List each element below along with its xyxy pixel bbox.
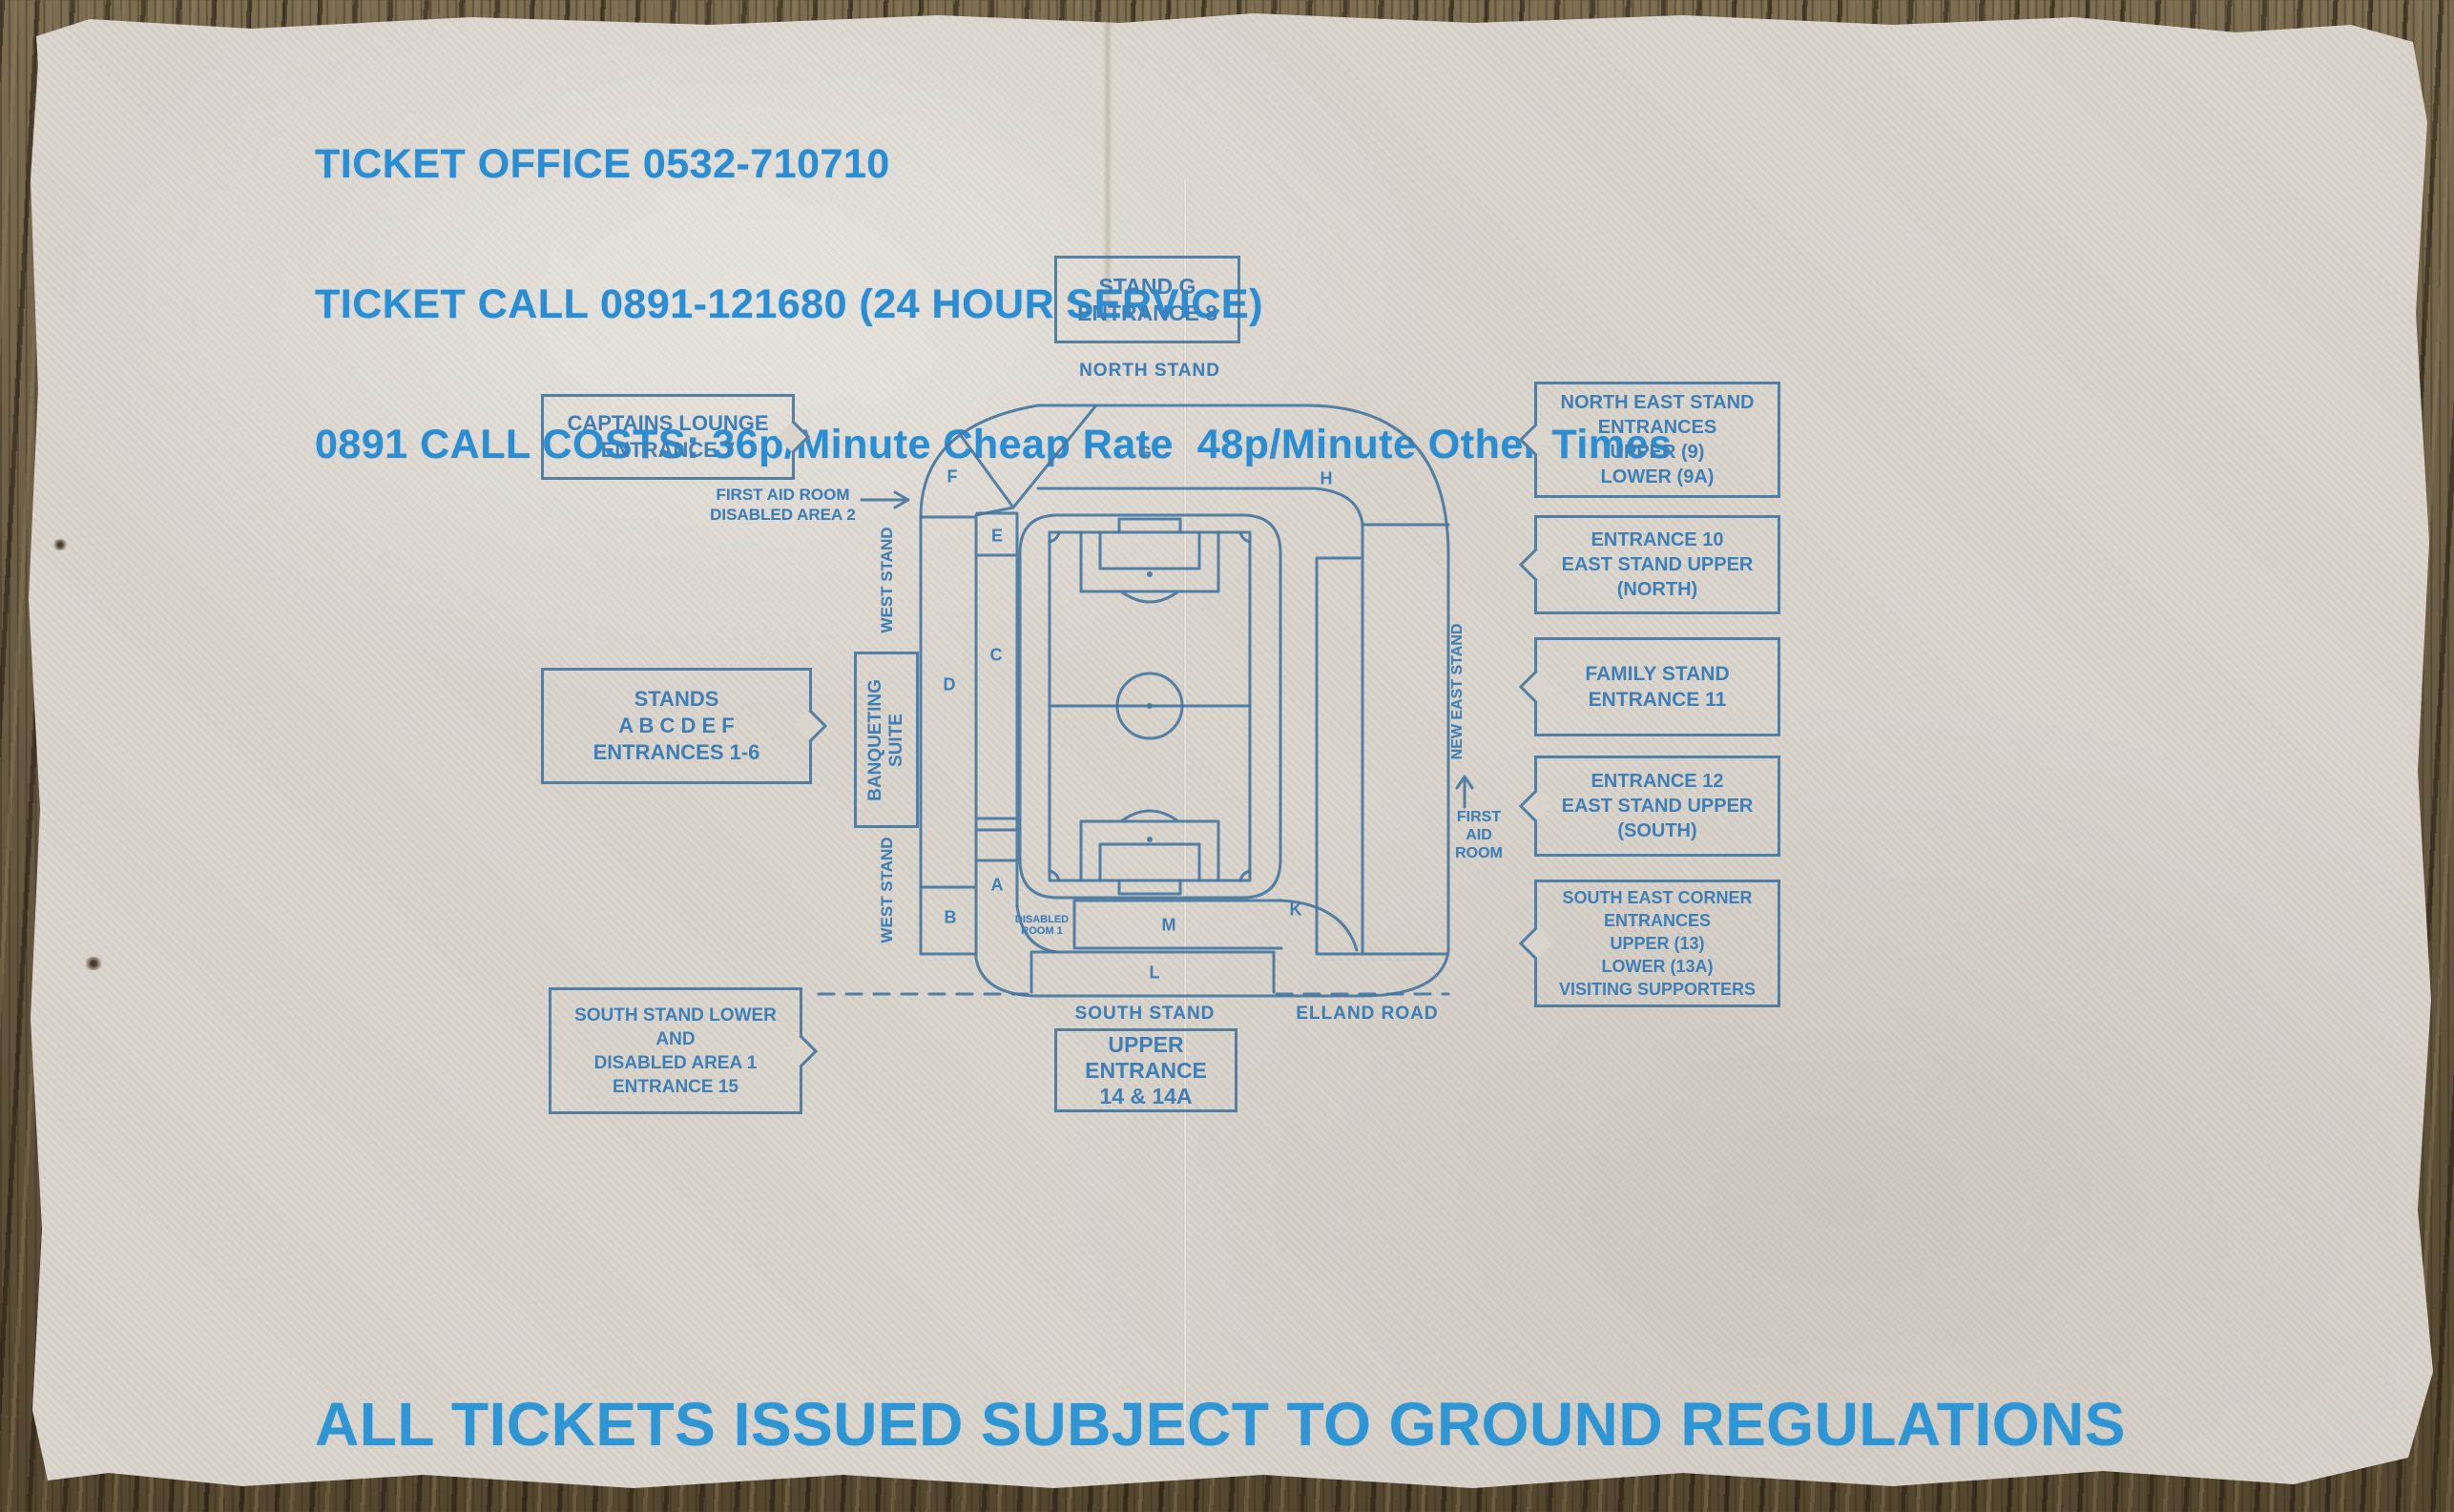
banqueting-suite-label: BANQUETING SUITE — [865, 678, 906, 801]
callout-entrance-12: ENTRANCE 12 EAST STAND UPPER (SOUTH) — [1534, 756, 1780, 857]
ticket-paper: TICKET OFFICE 0532-710710 TICKET CALL 08… — [29, 13, 2433, 1488]
north-band-inner — [1036, 487, 1364, 527]
kickoff-side-note-line-1: You are requested to be in your position… — [2441, 315, 2454, 1455]
kickoff-side-note: You are requested to be in your position… — [2340, 52, 2433, 1455]
section-a: A — [990, 875, 1004, 895]
ticket-office-line: TICKET OFFICE 0532-710710 — [315, 141, 890, 187]
east-stand-bands — [1315, 523, 1450, 956]
stadium-outline — [919, 404, 1450, 998]
upper-entrance-box: UPPER ENTRANCE 14 & 14A — [1054, 1028, 1237, 1112]
callout-stands-a-f: STANDS A B C D E F ENTRANCES 1-6 — [541, 668, 812, 784]
paper-speck — [1067, 294, 1076, 303]
west-stand-lower-label: WEST STAND — [878, 837, 896, 943]
west-stand-upper-label: WEST STAND — [878, 527, 896, 633]
first-aid-west-arrow — [860, 490, 910, 509]
pitch-outline — [1048, 530, 1252, 882]
paper-crease — [1183, 179, 1187, 1439]
stadium-diagram — [817, 404, 1474, 998]
paper-fold-shadow — [1103, 13, 1113, 322]
conditions-block: ALL TICKETS ISSUED SUBJECT TO GROUND REG… — [315, 1219, 2126, 1488]
centre-circle — [1115, 672, 1184, 740]
goal-north — [1117, 517, 1182, 534]
section-c: C — [989, 645, 1003, 665]
penalty-area-north — [1079, 530, 1220, 604]
section-g: G — [1137, 443, 1153, 463]
centre-spot — [1147, 703, 1153, 709]
stand-g-entrance-box: STAND G ENTRANCE 8 — [1054, 256, 1240, 343]
conditions-line-1: ALL TICKETS ISSUED SUBJECT TO GROUND REG… — [315, 1390, 2126, 1459]
elland-road-label: ELLAND ROAD — [1296, 1004, 1439, 1024]
first-aid-east-label: FIRST AID ROOM — [1455, 809, 1503, 861]
south-stand-label: SOUTH STAND — [1074, 1004, 1216, 1024]
paper-speck — [84, 957, 103, 970]
section-l: L — [1149, 963, 1160, 983]
south-band — [1072, 899, 1283, 950]
disabled-wedge-label: DISABLED ROOM 1 — [1014, 914, 1070, 937]
callout-family-stand: FAMILY STAND ENTRANCE 11 — [1534, 637, 1780, 736]
section-m: M — [1161, 915, 1176, 935]
first-aid-west-label: FIRST AID ROOM DISABLED AREA 2 — [710, 486, 856, 524]
new-east-stand-label: NEW EAST STAND — [1449, 623, 1466, 760]
banqueting-suite-box: BANQUETING SUITE — [854, 652, 919, 828]
section-d: D — [943, 674, 956, 694]
penalty-area-south — [1079, 809, 1220, 882]
first-aid-east-arrow — [1455, 775, 1474, 809]
section-b: B — [944, 907, 957, 927]
callout-south-east-corner: SOUTH EAST CORNER ENTRANCES UPPER (13) L… — [1534, 880, 1780, 1007]
corner-arcs — [1048, 530, 1252, 882]
callout-south-stand-lower: SOUTH STAND LOWER AND DISABLED AREA 1 EN… — [549, 987, 802, 1114]
section-f: F — [946, 466, 958, 487]
penalty-spot-north — [1147, 571, 1153, 577]
section-h: H — [1320, 468, 1333, 488]
section-e: E — [990, 526, 1004, 546]
stadium-map: STAND G ENTRANCE 8 UPPER ENTRANCE 14 & 1… — [534, 238, 1796, 1128]
penalty-spot-south — [1147, 837, 1153, 842]
south-lower-band — [1029, 950, 1276, 994]
west-stand-bands — [919, 511, 1019, 956]
callout-north-east-stand: NORTH EAST STAND ENTRANCES UPPER (9) LOW… — [1534, 382, 1780, 498]
callout-entrance-10: ENTRANCE 10 EAST STAND UPPER (NORTH) — [1534, 515, 1780, 614]
southeast-corner-arc — [1279, 899, 1359, 952]
goal-south — [1117, 879, 1182, 896]
pitch-surround — [1018, 513, 1282, 900]
ticket-call-line: TICKET CALL 0891-121680 (24 HOUR SERVICE… — [315, 281, 1263, 327]
north-stand-label: NORTH STAND — [1079, 361, 1220, 381]
paper-speck — [52, 539, 68, 550]
callout-captains-lounge: CAPTAINS LOUNGE ENTRANCE 7 — [541, 394, 795, 480]
section-k: K — [1289, 900, 1302, 920]
